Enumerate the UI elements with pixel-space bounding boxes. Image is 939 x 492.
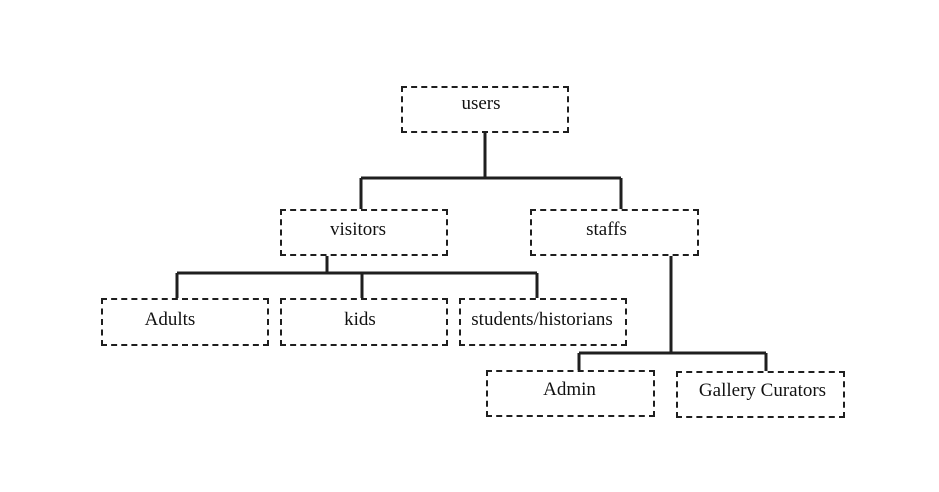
node-students-historians: students/historians [459,298,627,346]
node-admin: Admin [486,370,655,417]
node-kids: kids [280,298,448,346]
node-staffs: staffs [530,209,699,256]
node-staffs-label: staffs [586,219,627,240]
edge-visitors-children [175,256,539,298]
node-admin-label: Admin [543,379,596,400]
node-visitors-label: visitors [330,219,386,240]
edge-users-children [359,133,623,209]
node-users-label: users [461,93,501,114]
node-adults: Adults [101,298,269,346]
node-visitors: visitors [280,209,448,256]
node-users: users [401,86,569,133]
node-gallery-curators-label: Gallery Curators [698,380,827,401]
node-kids-label: kids [344,308,376,330]
node-students-historians-label: students/historians [471,308,613,330]
node-adults-label: Adults [144,308,196,330]
edge-staffs-children [577,256,768,371]
node-gallery-curators: Gallery Curators [676,371,845,418]
